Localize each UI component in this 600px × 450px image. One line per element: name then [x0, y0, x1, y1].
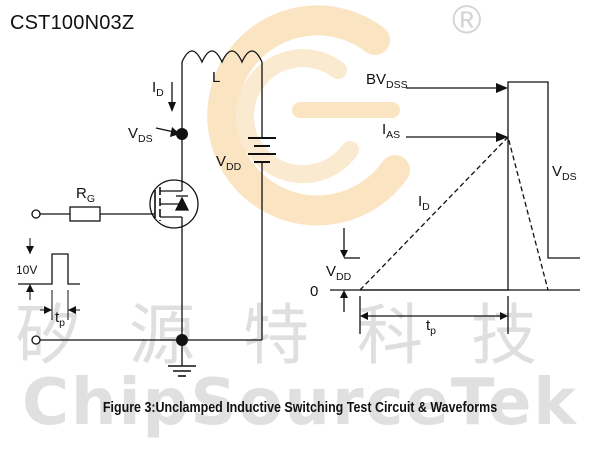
registered-mark: ®	[452, 0, 482, 42]
circuit-id-label: ID	[152, 79, 164, 99]
inductor-coil	[181, 50, 263, 64]
watermark-chinese: 矽源特科技	[15, 297, 585, 374]
vds-waveform	[360, 81, 580, 291]
waveform-id-label: ID	[418, 193, 430, 213]
waveform-vdd-label: VDD	[326, 263, 352, 283]
pulse-width-label: tp	[55, 309, 65, 329]
gate-terminal	[31, 209, 41, 219]
inductor-label: L	[212, 69, 220, 86]
watermark-english: ChipSourceTek	[22, 366, 578, 440]
circuit-vds-label: VDS	[128, 125, 153, 145]
figure-caption: Figure 3:Unclamped Inductive Switching T…	[102, 400, 498, 416]
pulse-amplitude-label: 10V	[16, 263, 37, 277]
body-diode-triangle	[174, 196, 190, 211]
waveform-tp-label: tp	[426, 317, 436, 337]
source-junction-dot	[176, 334, 188, 346]
mosfet-circle	[149, 179, 199, 229]
zero-label: 0	[310, 283, 318, 300]
waveform-vds-label: VDS	[552, 163, 577, 183]
id-waveform	[359, 135, 549, 291]
source-terminal	[31, 335, 41, 345]
drain-junction-dot	[176, 128, 188, 140]
gate-resistor-label: RG	[76, 185, 95, 205]
circuit-vdd-label: VDD	[216, 153, 242, 173]
gate-pulse-waveform	[18, 253, 80, 285]
ias-label: IAS	[382, 121, 400, 141]
bvdss-label: BVDSS	[366, 71, 408, 91]
part-number: CST100N03Z	[10, 12, 135, 34]
